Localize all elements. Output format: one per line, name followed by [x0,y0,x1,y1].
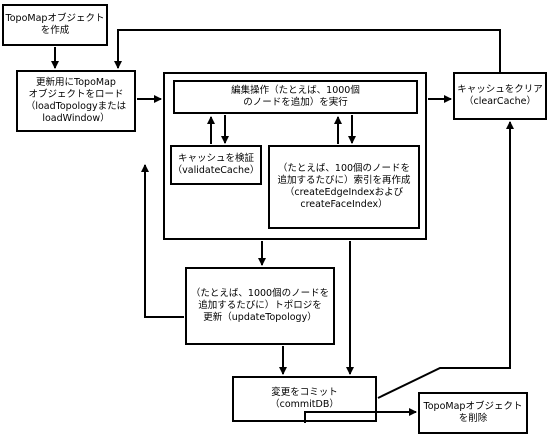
load-topomap-node: 更新用にTopoMap オブジェクトをロード （loadTopologyまたは … [16,70,136,132]
validate-cache-label: キャッシュを検証 （validateCache） [172,153,260,176]
create-topomap-label: TopoMapオブジェクト を作成 [5,13,105,36]
create-topomap-node: TopoMapオブジェクト を作成 [2,4,108,46]
edit-operation-node: 編集操作（たとえば、1000個 のノードを追加）を実行 [173,80,418,114]
load-topomap-label: 更新用にTopoMap オブジェクトをロード （loadTopologyまたは … [25,77,127,124]
arrow-clear-loop-to-load [114,29,501,72]
commit-label: 変更をコミット （commitDB） [270,387,339,410]
clear-cache-label: キャッシュをクリア （clearCache） [457,84,543,107]
edit-operation-label: 編集操作（たとえば、1000個 のノードを追加）を実行 [231,85,360,108]
update-topology-node: （たとえば、1000個のノードを 追加するたびに）トポロジを 更新（update… [185,267,335,345]
delete-topomap-node: TopoMapオブジェクト を削除 [418,392,528,434]
update-topology-label: （たとえば、1000個のノードを 追加するたびに）トポロジを 更新（update… [190,288,330,323]
delete-topomap-label: TopoMapオブジェクト を削除 [423,401,523,424]
validate-cache-node: キャッシュを検証 （validateCache） [170,145,262,185]
clear-cache-node: キャッシュをクリア （clearCache） [453,72,547,120]
reindex-node: （たとえば、100個のノードを 追加するたびに）索引を再作成 （createEd… [268,145,420,229]
commit-node: 変更をコミット （commitDB） [232,376,377,422]
reindex-label: （たとえば、100個のノードを 追加するたびに）索引を再作成 （createEd… [277,163,411,210]
